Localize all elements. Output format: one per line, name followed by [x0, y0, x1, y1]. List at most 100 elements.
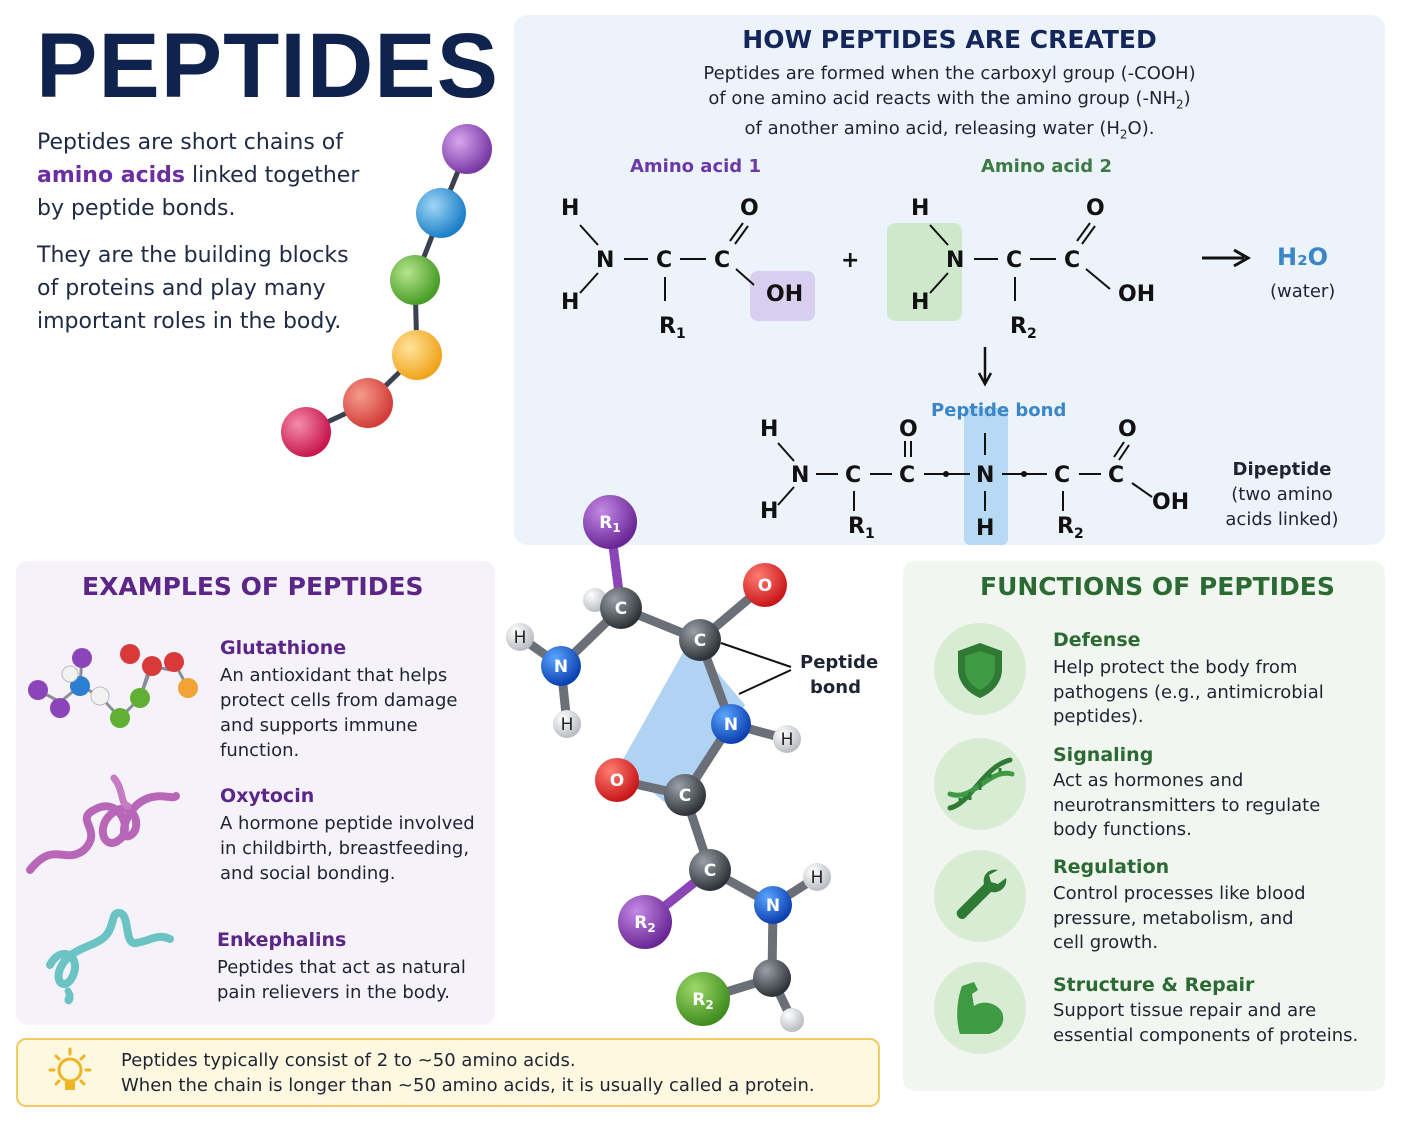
amino-acid-chain-illustration [281, 124, 492, 457]
svg-text:C: C [899, 463, 915, 488]
svg-text:C: C [714, 248, 730, 273]
svg-text:OH: OH [766, 282, 803, 307]
page-title: PEPTIDES [36, 15, 500, 117]
wrench-icon-circle [934, 850, 1026, 942]
peptide-bond-highlight [964, 408, 1008, 545]
chain-bead-pink [281, 407, 331, 457]
svg-text:C: C [704, 861, 716, 881]
svg-text:O: O [1086, 196, 1105, 221]
how-desc-line-3: of another amino acid, releasing water (… [744, 117, 1155, 142]
chain-bead-yellow [392, 330, 442, 380]
dipeptide-caption: Dipeptide (two amino acids linked) [1222, 457, 1342, 532]
how-heading: HOW PEPTIDES ARE CREATED [742, 25, 1157, 54]
function-name: Defense [1053, 629, 1141, 651]
function-name: Signaling [1053, 744, 1154, 766]
glutathione-molecule-icon [28, 644, 198, 728]
how-description: Peptides are formed when the carboxyl gr… [514, 62, 1385, 147]
intro-text: Peptides are short chains of [37, 130, 344, 155]
svg-text:N: N [596, 248, 614, 273]
svg-text:OH: OH [1118, 282, 1155, 307]
model-label-line-1: Peptide [800, 652, 879, 673]
enkephalins-helix-icon [46, 908, 174, 1005]
svg-text:C: C [694, 631, 706, 651]
svg-text:H: H [911, 196, 929, 221]
svg-text:N: N [554, 657, 568, 677]
amino-acids-highlight: amino acids [37, 163, 186, 188]
svg-text:H: H [514, 628, 527, 648]
nh-highlight [887, 223, 962, 321]
svg-text:O: O [740, 196, 759, 221]
svg-text:C: C [1108, 463, 1124, 488]
tip-line-2: When the chain is longer than ~50 amino … [121, 1075, 815, 1096]
shield-icon [958, 643, 1002, 698]
muscle-icon [957, 982, 1004, 1034]
dipeptide-desc-1: (two amino [1231, 484, 1333, 505]
svg-text:N: N [724, 715, 738, 735]
dna-icon [947, 757, 1015, 811]
svg-text:O: O [610, 771, 624, 791]
examples-heading: EXAMPLES OF PEPTIDES [82, 572, 424, 601]
svg-text:N: N [791, 463, 809, 488]
dipeptide-3d-model: R1 C H N H O C N H O C C R2 N H R2 [506, 495, 831, 1032]
example-name: Enkephalins [217, 929, 347, 951]
svg-text:H: H [561, 196, 579, 221]
svg-text:R2: R2 [1057, 514, 1084, 542]
chain-bead-purple [442, 124, 492, 174]
functions-heading: FUNCTIONS OF PEPTIDES [980, 572, 1335, 601]
function-name: Structure & Repair [1053, 974, 1255, 996]
svg-text:C: C [1054, 463, 1070, 488]
example-name: Glutathione [220, 637, 347, 659]
svg-text:H: H [561, 290, 579, 315]
tip-box [16, 1038, 880, 1107]
intro-paragraph-1: Peptides are short chains of amino acids… [37, 126, 367, 225]
tip-text: Peptides typically consist of 2 to ~50 a… [121, 1048, 815, 1098]
water-label: (water) [1270, 281, 1336, 302]
dna-icon-circle [934, 738, 1026, 830]
intro-text: linked together by peptide bonds. [37, 163, 360, 221]
amino-acid-1-label: Amino acid 1 [630, 156, 761, 177]
svg-text:+: + [841, 248, 859, 273]
muscle-icon-circle [934, 962, 1026, 1054]
water-formula: H₂O [1277, 243, 1328, 271]
svg-text:H: H [561, 715, 574, 735]
svg-text:C: C [656, 248, 672, 273]
reaction-structural-formula: H H N C C O OH R1 + H H N C C O OH R2 H … [561, 196, 1252, 545]
svg-text:R1: R1 [659, 314, 686, 342]
tip-line-1: Peptides typically consist of 2 to ~50 a… [121, 1050, 576, 1071]
intro-paragraph-2: They are the building blocks of proteins… [37, 243, 349, 334]
shield-icon-circle [934, 623, 1026, 715]
svg-text:N: N [976, 463, 994, 488]
amino-acid-2-label: Amino acid 2 [981, 156, 1112, 177]
svg-text:C: C [615, 599, 627, 619]
peptide-bond-label: Peptide bond [931, 400, 1067, 421]
svg-text:O: O [758, 576, 772, 596]
model-peptide-bond-label: Peptide bond [800, 650, 878, 700]
svg-text:H: H [781, 730, 794, 750]
chain-bead-red [343, 378, 393, 428]
oh-highlight [750, 271, 815, 321]
svg-text:H: H [811, 868, 824, 888]
oxytocin-helix-icon [26, 774, 180, 874]
example-name: Oxytocin [220, 785, 315, 807]
dipeptide-desc-2: acids linked) [1225, 509, 1339, 530]
svg-text:N: N [946, 248, 964, 273]
svg-text:C: C [679, 786, 691, 806]
svg-text:H: H [976, 516, 994, 541]
svg-text:H: H [760, 417, 778, 442]
svg-text:H: H [911, 290, 929, 315]
svg-text:C: C [1064, 248, 1080, 273]
svg-text:OH: OH [1152, 490, 1189, 515]
chain-bead-green [390, 255, 440, 305]
function-name: Regulation [1053, 856, 1170, 878]
lightbulb-icon [48, 1047, 92, 1090]
svg-text:C: C [845, 463, 861, 488]
chain-bead-blue [416, 188, 466, 238]
dipeptide-title: Dipeptide [1232, 459, 1332, 480]
how-desc-line-1: Peptides are formed when the carboxyl gr… [703, 63, 1196, 84]
